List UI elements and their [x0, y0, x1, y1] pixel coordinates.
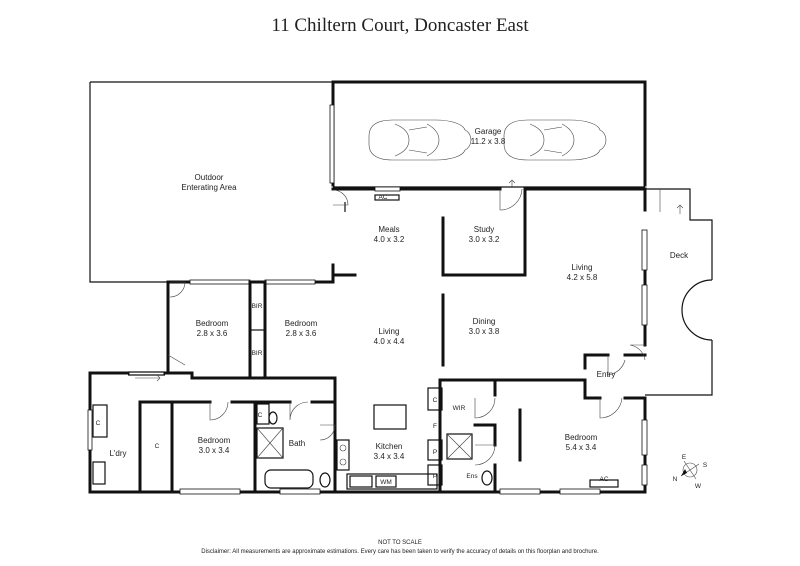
- cupboard-label-3: C: [258, 412, 263, 419]
- living-center-label: Living: [379, 327, 400, 336]
- compass-e: E: [682, 454, 687, 461]
- master-bedroom-dims: 5.4 x 3.4: [566, 443, 597, 452]
- outdoor-label: Outdoor: [195, 173, 224, 182]
- room-labels: Outdoor Enterating Area Meals 4.0 x 3.2 …: [96, 173, 689, 486]
- door-swings: [167, 189, 646, 466]
- master-bedroom-label: Bedroom: [565, 433, 598, 442]
- meals-dims: 4.0 x 3.2: [374, 235, 405, 244]
- living-center-dims: 4.0 x 4.4: [374, 337, 405, 346]
- pantry-label: P: [433, 449, 437, 456]
- garage-label: Garage: [475, 127, 502, 136]
- car-icon: [368, 119, 472, 161]
- cupboard-label: C: [96, 420, 101, 427]
- entry-label: Entry: [597, 370, 616, 379]
- bedroom-2-dims: 2.8 x 3.6: [286, 329, 317, 338]
- outdoor-label-2: Enterating Area: [181, 183, 237, 192]
- ac-label-2: AC: [599, 476, 608, 483]
- garage-walls: [329, 80, 647, 192]
- garage-door: [499, 179, 523, 211]
- deck-label: Deck: [670, 251, 689, 260]
- bedroom-3-dims: 3.0 x 3.4: [199, 446, 230, 455]
- laundry-label: L'dry: [109, 449, 126, 458]
- cupboard-label-2: C: [155, 443, 160, 450]
- wm-label: WM: [380, 479, 392, 486]
- dining-label: Dining: [473, 317, 496, 326]
- bedroom-1-label: Bedroom: [196, 319, 229, 328]
- outdoor-area: [89, 81, 335, 284]
- wir-label: WIR: [453, 405, 466, 412]
- pantry-label-2: P: [433, 473, 437, 480]
- compass-icon: N E S W: [673, 454, 708, 490]
- ensuite-fixtures: [374, 194, 619, 488]
- deck: [645, 188, 713, 396]
- bedroom-3-label: Bedroom: [198, 436, 231, 445]
- plan-title: 11 Chiltern Court, Doncaster East: [271, 15, 529, 36]
- ac-label: AC: [378, 194, 387, 201]
- cupboard-label-4: C: [433, 397, 438, 404]
- compass-s: S: [703, 462, 708, 469]
- dining-dims: 3.0 x 3.8: [469, 327, 500, 336]
- garage-dims: 11.2 x 3.8: [471, 137, 506, 146]
- ensuite-label: Ens: [466, 473, 478, 480]
- living-right-label: Living: [572, 263, 593, 272]
- bedroom-1-dims: 2.8 x 3.6: [197, 329, 228, 338]
- car-icon: [503, 119, 607, 161]
- kitchen-dims: 3.4 x 3.4: [374, 452, 405, 461]
- study-label: Study: [474, 225, 494, 234]
- compass-w: W: [695, 483, 702, 490]
- kitchen-fixtures: [336, 404, 438, 490]
- bath-label: Bath: [289, 439, 305, 448]
- interior-walls: [92, 187, 647, 494]
- bath-fixtures: [256, 403, 331, 489]
- disclaimer: Disclaimer: All measurements are approxi…: [201, 549, 599, 555]
- kitchen-label: Kitchen: [376, 442, 403, 451]
- meals-label: Meals: [378, 225, 399, 234]
- scale-note: NOT TO SCALE: [378, 540, 422, 546]
- compass-n: N: [673, 476, 678, 483]
- living-right-dims: 4.2 x 5.8: [567, 273, 598, 282]
- laundry-sliding-door: [128, 371, 165, 382]
- fridge-label: F: [433, 423, 437, 430]
- bedroom-2-label: Bedroom: [285, 319, 318, 328]
- bir-label: BIR: [252, 303, 263, 310]
- study-dims: 3.0 x 3.2: [469, 235, 500, 244]
- bir-label-2: BIR: [252, 350, 263, 357]
